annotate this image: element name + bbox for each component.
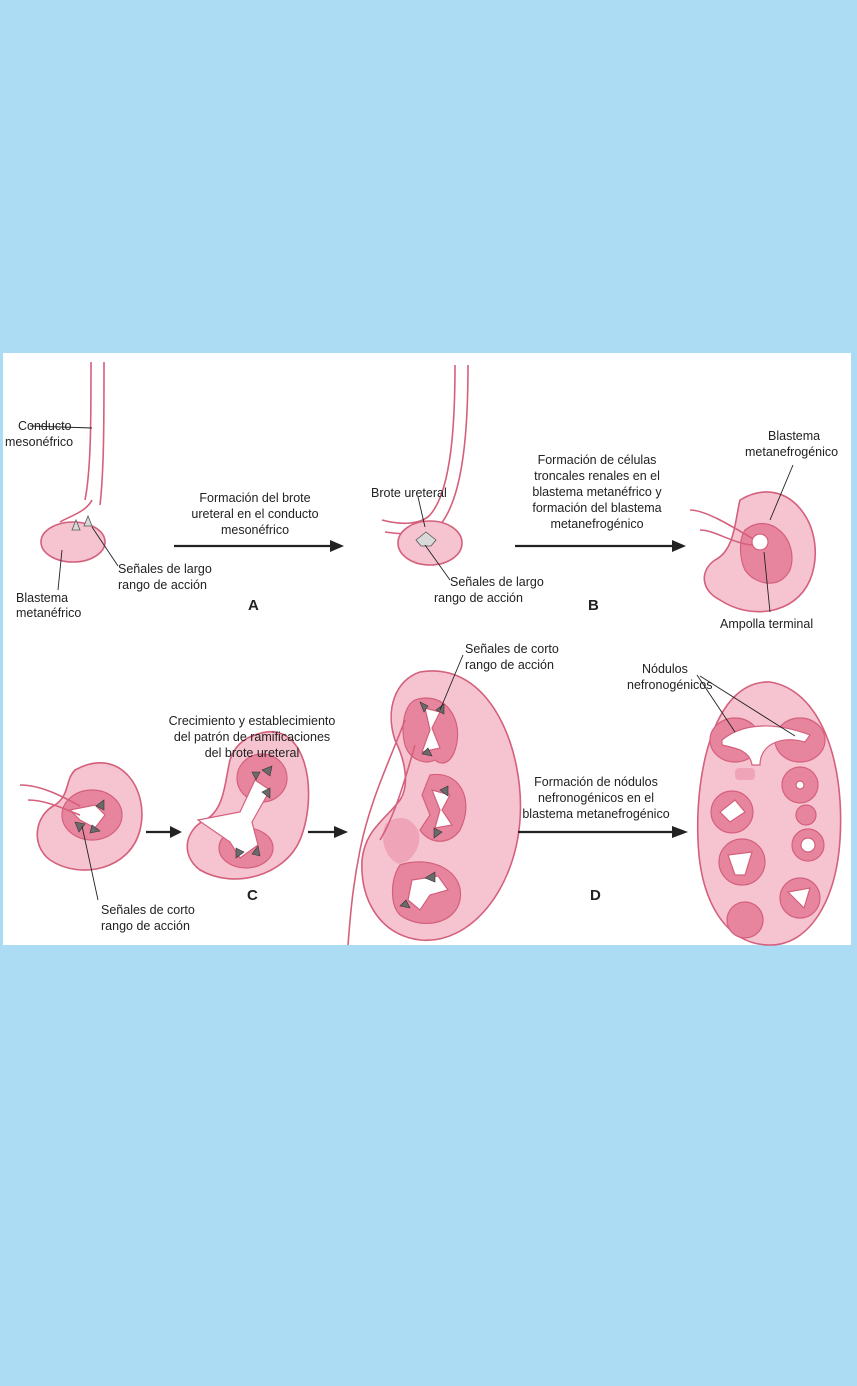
label-brote-ureteral: Brote ureteral <box>371 486 447 500</box>
caption-b: Formación de células troncales renales e… <box>532 453 662 531</box>
label-blastema: Blastema <box>16 591 68 605</box>
caption-b-line-5: metanefrogénico <box>550 517 643 531</box>
leader-signals-a <box>91 526 119 567</box>
label-senales-largo-a: Señales de largo <box>118 562 212 576</box>
leader-brote <box>417 496 426 528</box>
leader-nodulos-1 <box>696 674 736 733</box>
caption-b-line-2: troncales renales en el <box>534 469 660 483</box>
short-range-signal <box>251 845 261 857</box>
caption-d-line-1: Formación de nódulos <box>534 775 658 789</box>
label-senales-corto-1: Señales de corto <box>465 642 559 656</box>
label-nodulos: Nódulos <box>642 662 688 676</box>
caption-c-line-2: del patrón de ramificaciones <box>174 730 330 744</box>
panel-letter-c: C <box>247 887 258 904</box>
metanephric-blastema <box>40 521 106 563</box>
panel-letter-b: B <box>588 597 599 614</box>
short-range-signal <box>421 747 433 757</box>
label-blastema-2: Blastema <box>768 429 820 443</box>
label-rango-b: rango de acción <box>434 591 523 605</box>
arrow-d-head <box>672 826 688 838</box>
long-range-signal <box>83 514 93 527</box>
label-metanefrico: metanéfrico <box>16 606 81 620</box>
label-rango-c2: rango de acción <box>101 919 190 933</box>
caption-a-line-3: mesonéfrico <box>221 523 289 537</box>
panel-letters: A B C D <box>247 597 601 904</box>
long-range-signal-b <box>415 531 437 547</box>
caption-b-line-3: blastema metanéfrico y <box>532 485 662 499</box>
arrow-c1-head <box>170 826 182 838</box>
short-range-signal <box>235 847 245 859</box>
short-range-signal <box>433 827 443 839</box>
stage-c-kidney-2 <box>186 731 310 880</box>
caption-b-line-4: formación del blastema <box>532 501 661 515</box>
stage-c-kidney-1 <box>19 762 143 901</box>
stage-b-diagram <box>381 364 469 581</box>
short-range-signal <box>251 771 261 781</box>
short-range-signal <box>419 701 429 713</box>
label-conducto: Conducto <box>18 419 72 433</box>
short-range-signal <box>261 787 271 799</box>
leader-ampolla <box>763 551 771 613</box>
label-nefronogenicos: nefronogénicos <box>627 678 712 692</box>
caption-a-line-2: ureteral en el conducto <box>191 507 318 521</box>
stage-a-diagram <box>29 361 119 591</box>
label-mesonefrico: mesonéfrico <box>5 435 73 449</box>
short-range-signal <box>95 799 105 811</box>
short-range-signal <box>89 824 101 834</box>
caption-d-line-3: blastema metanefrogénico <box>522 807 669 821</box>
leader-blastema-meta <box>769 464 794 521</box>
arrow-b-head <box>672 540 686 552</box>
arrow-a-head <box>330 540 344 552</box>
mesonephric-duct <box>84 361 105 506</box>
arrow-c2-head <box>334 826 348 838</box>
caption-c-line-1: Crecimiento y establecimiento <box>169 714 336 728</box>
leader-blastema <box>57 549 63 591</box>
label-rango-a: rango de acción <box>118 578 207 592</box>
stage-c-kidney-3 <box>347 654 522 946</box>
leader-signals-b <box>424 544 451 581</box>
label-ampolla-terminal: Ampolla terminal <box>720 617 813 631</box>
stage-d-kidney <box>696 674 842 946</box>
short-range-signal <box>261 765 273 777</box>
terminal-ampulla <box>751 533 769 551</box>
short-range-signal <box>424 871 436 883</box>
caption-d-line-2: nefronogénicos en el <box>538 791 654 805</box>
panel-letter-a: A <box>248 597 259 614</box>
leader-signals-c2 <box>439 654 464 711</box>
leader-conducto <box>29 425 93 429</box>
label-senales-corto-2: Señales de corto <box>101 903 195 917</box>
short-range-signal <box>439 785 449 797</box>
leader-nodulos-2 <box>699 675 796 737</box>
stage-b-kidney <box>689 464 816 613</box>
caption-d: Formación de nódulos nefronogénicos en e… <box>522 775 669 821</box>
labels: Conducto mesonéfrico Blastema metanéfric… <box>5 419 838 933</box>
label-rango-c1: rango de acción <box>465 658 554 672</box>
caption-c: Crecimiento y establecimiento del patrón… <box>169 714 336 760</box>
short-range-signal <box>399 899 411 909</box>
leader-signals-c <box>81 825 99 901</box>
label-senales-largo-b: Señales de largo <box>450 575 544 589</box>
caption-c-line-3: del brote ureteral <box>205 746 300 760</box>
caption-a: Formación del brote ureteral en el condu… <box>191 491 318 537</box>
long-range-signal <box>71 518 81 531</box>
label-metanefrogenico: metanefrogénico <box>745 445 838 459</box>
caption-a-line-1: Formación del brote <box>199 491 310 505</box>
panel-letter-d: D <box>590 887 601 904</box>
caption-b-line-1: Formación de células <box>538 453 657 467</box>
